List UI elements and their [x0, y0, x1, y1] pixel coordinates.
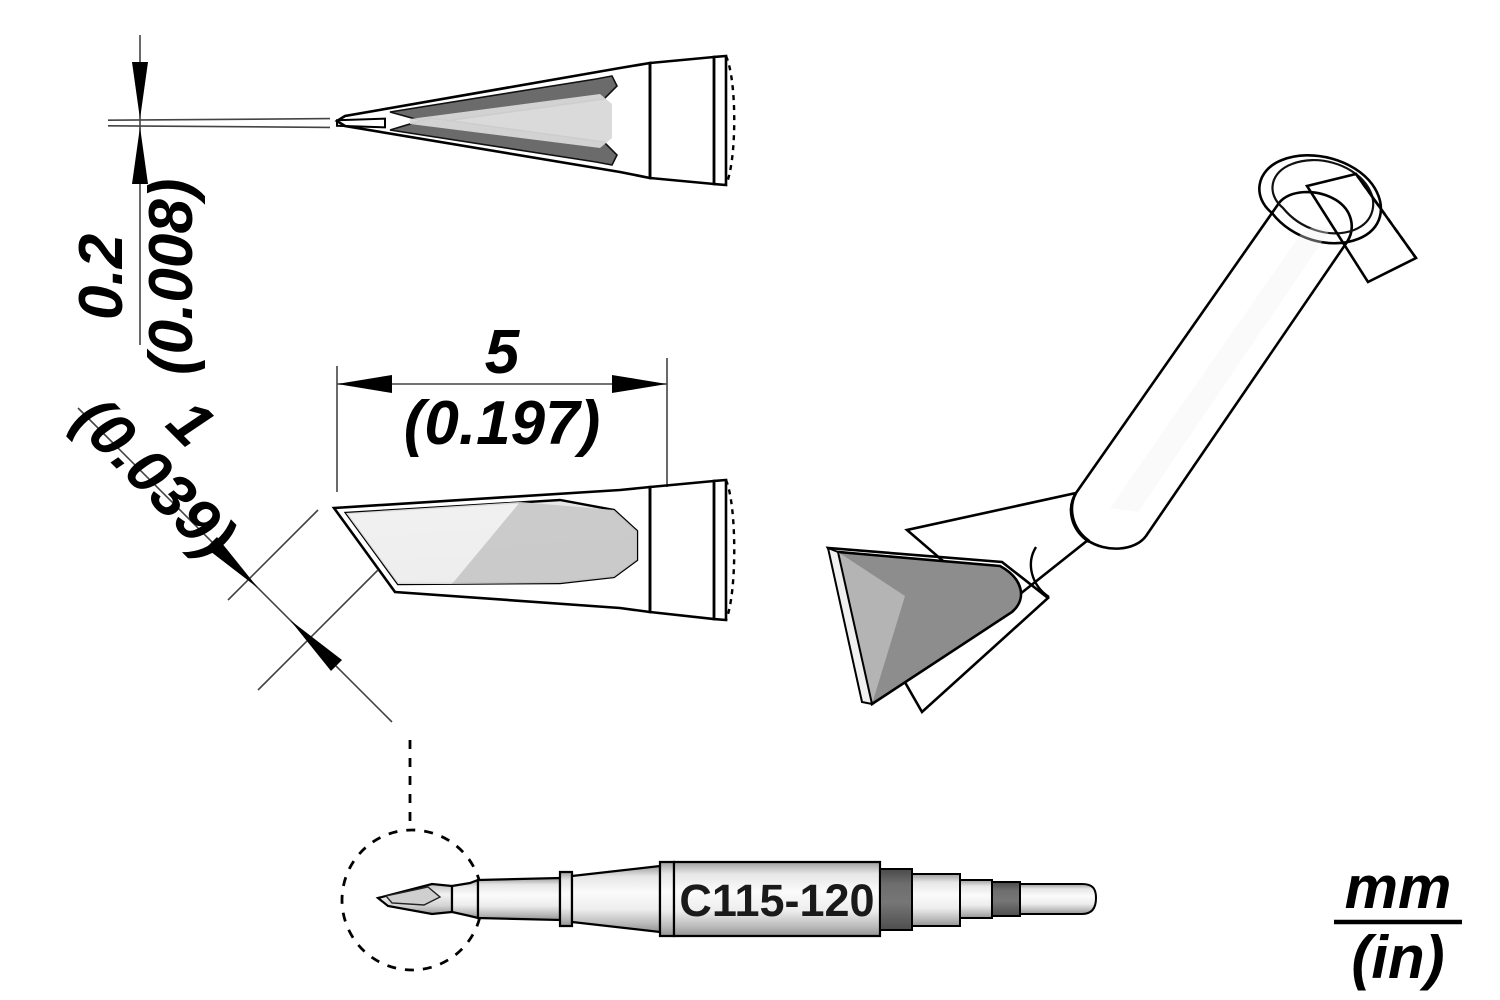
thickness-arrow-top [132, 62, 148, 119]
iso-nose-seam [1069, 492, 1090, 543]
cartridge-segment-1 [476, 876, 562, 922]
iso-bevel-light-wedge [838, 552, 905, 704]
width-arrow-lower [290, 620, 342, 671]
cartridge-ring-1 [558, 870, 574, 928]
units-numerator: mm [1345, 854, 1452, 921]
length-value-in: (0.197) [404, 389, 600, 458]
length-value-mm: 5 [485, 318, 521, 387]
thickness-value-mm: 0.2 [67, 234, 136, 320]
cartridge-shaft-1 [911, 873, 961, 927]
side-view-edge-highlight [346, 502, 520, 584]
iso-nose-seam-2 [1029, 546, 1050, 598]
full-cartridge-view: C115-120 [340, 740, 1098, 972]
iso-flange [1258, 153, 1383, 245]
cartridge-ring-2 [658, 860, 676, 938]
cartridge-neck [450, 878, 480, 920]
thickness-arrow-bottom [132, 127, 148, 184]
iso-view [825, 153, 1418, 715]
side-view-break-line [724, 479, 736, 621]
thickness-value-in: (0.008) [137, 179, 206, 375]
side-view-bevel-shade [452, 502, 637, 584]
units-denominator: (in) [1351, 924, 1444, 991]
length-arrow-right [612, 375, 667, 393]
cartridge-label-barrel [672, 860, 882, 938]
thickness-ext-line-lower [107, 125, 331, 129]
thickness-ext-line-upper [107, 117, 331, 121]
units-legend: mm (in) [1334, 854, 1462, 991]
width-arrow-upper [206, 537, 258, 588]
iso-chisel-body [825, 546, 1051, 715]
dimension-thickness: 0.2 (0.008) [67, 35, 331, 375]
top-view-highlight [410, 94, 612, 148]
cartridge-segment-2 [570, 864, 662, 934]
cartridge-connector-band-1 [879, 868, 913, 931]
length-arrow-left [337, 375, 392, 393]
top-view [334, 54, 736, 187]
dimension-length: 5 (0.197) [336, 318, 668, 492]
width-ext-line-lower [257, 569, 379, 691]
cartridge-connector-band-2 [991, 881, 1021, 917]
cartridge-shaft-2 [959, 879, 993, 919]
iso-cutting-edge [826, 546, 874, 706]
cartridge-pin [1019, 883, 1098, 915]
part-number-label: C115-120 [679, 875, 874, 926]
width-ext-line-upper [227, 509, 319, 601]
cartridge-tip-bevel [384, 886, 442, 906]
top-view-break-line [724, 55, 736, 186]
side-view [331, 478, 736, 622]
iso-flange-inner-ring [1271, 159, 1375, 235]
iso-barrel-highlight [1110, 226, 1330, 512]
top-view-tip-flat [336, 117, 386, 129]
